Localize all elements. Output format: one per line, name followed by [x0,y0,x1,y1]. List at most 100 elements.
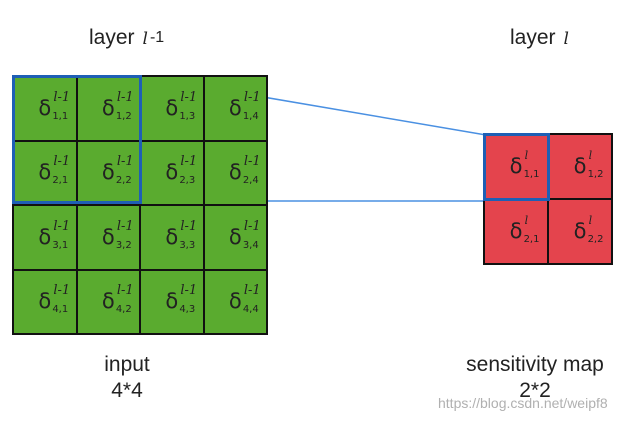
cell-index: 1,1 [523,169,540,180]
input-caption: input 4*4 [82,352,172,404]
delta-glyph: δ [165,289,179,314]
output-caption-name: sensitivity map [466,353,604,376]
watermark: https://blog.csdn.net/weipf8 [438,395,608,411]
delta-glyph: δ [509,154,523,178]
layer-superscript: l-1 [53,218,71,234]
layer-superscript: l-1 [116,283,134,299]
layer-superscript: l-1 [53,283,71,299]
delta-glyph: δ [101,289,115,314]
delta-glyph: δ [509,219,523,243]
layer-superscript: l-1 [116,218,134,234]
delta-glyph: δ [38,289,52,314]
cell-index: 2,1 [523,234,540,245]
cell-index: 4,3 [179,304,196,316]
delta-glyph: δ [101,95,115,120]
cell-index: 2,2 [115,175,132,187]
delta-glyph: δ [38,160,52,185]
delta-glyph: δ [101,160,115,185]
layer-superscript: l-1 [53,89,71,105]
cell-index: 1,2 [587,169,604,180]
output-caption-size: 2*2 [519,379,551,402]
layer-superscript: l-1 [180,89,198,105]
cell-index: 3,2 [115,239,132,251]
cell-index: 4,2 [115,304,132,316]
delta-glyph: δ [101,224,115,249]
delta-glyph: δ [165,224,179,249]
cell-index: 2,2 [587,234,604,245]
cell-index: 1,2 [115,110,132,122]
layer-superscript: l-1 [243,89,261,105]
input-layer-word: layer [89,26,135,49]
delta-glyph: δ [228,224,242,249]
layer-superscript: l [524,149,529,162]
input-layer-suffix: -1 [149,29,165,46]
layer-superscript: l-1 [180,283,198,299]
cell-index: 2,1 [52,175,69,187]
input-caption-size: 4*4 [111,379,143,402]
layer-superscript: l-1 [243,154,261,170]
layer-superscript: l-1 [116,154,134,170]
delta-glyph: δ [573,154,587,178]
cell-index: 2,4 [242,175,259,187]
input-caption-name: input [104,353,150,376]
delta-glyph: δ [38,224,52,249]
delta-glyph: δ [228,160,242,185]
delta-glyph: δ [38,95,52,120]
delta-glyph: δ [573,219,587,243]
layer-superscript: l-1 [180,154,198,170]
cell-index: 3,4 [242,239,259,251]
delta-glyph: δ [228,95,242,120]
input-layer-symbol: l [142,29,148,49]
layer-superscript: l-1 [243,283,261,299]
cell-index: 3,3 [179,239,196,251]
output-layer-word: layer [510,26,556,49]
delta-glyph: δ [165,160,179,185]
layer-superscript: l-1 [180,218,198,234]
cell-index: 1,3 [179,110,196,122]
layer-superscript: l [524,214,529,227]
output-caption: sensitivity map 2*2 [440,352,630,404]
layer-superscript: l-1 [116,89,134,105]
cell-index: 1,1 [52,110,69,122]
